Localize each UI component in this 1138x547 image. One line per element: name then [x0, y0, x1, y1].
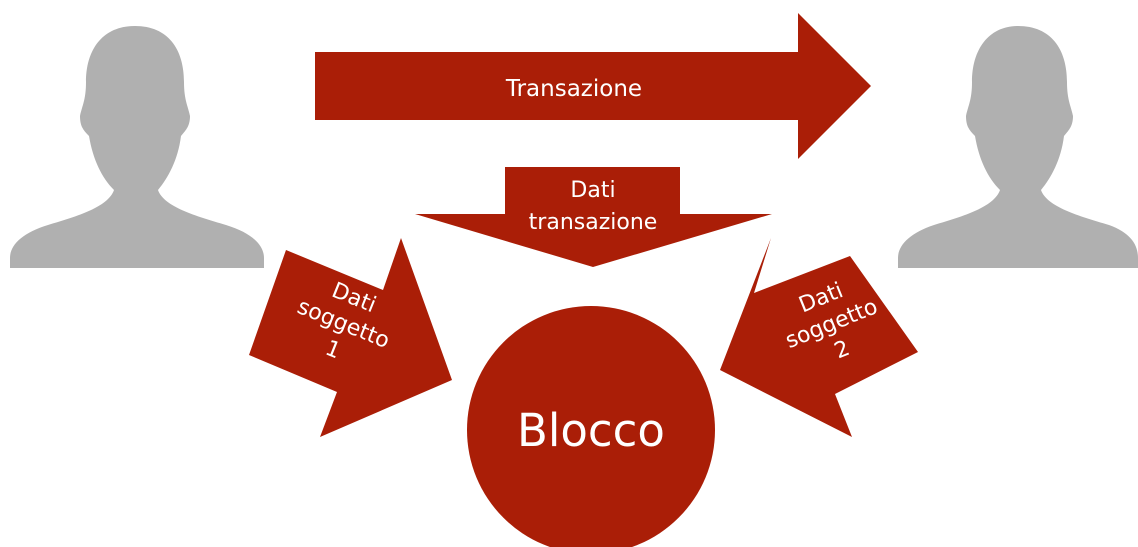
subject-1-data-arrow: Dati soggetto 1	[249, 238, 452, 437]
block-label: Blocco	[517, 404, 665, 457]
transaction-data-arrow: Dati transazione	[415, 167, 772, 267]
block-node: Blocco	[467, 306, 715, 547]
left-person-icon	[10, 26, 264, 268]
transaction-arrow: Transazione	[315, 13, 871, 159]
right-person-icon	[898, 26, 1138, 268]
transaction-data-label-line2: transazione	[529, 210, 658, 235]
transaction-data-label-line1: Dati	[570, 178, 615, 203]
transaction-arrow-label: Transazione	[505, 76, 642, 102]
subject-2-data-arrow: Dati soggetto 2	[720, 238, 918, 437]
